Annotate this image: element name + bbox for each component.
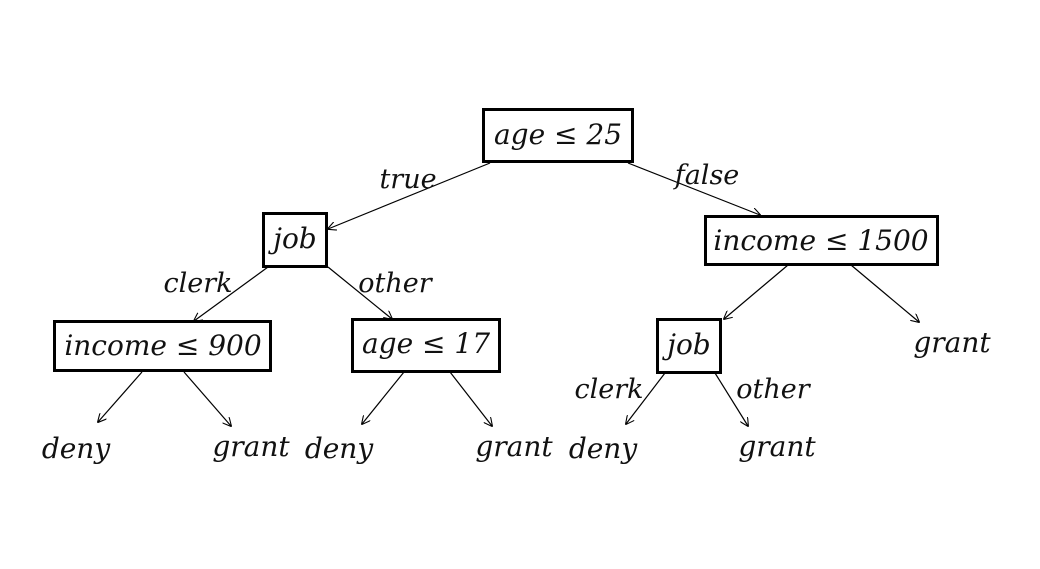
edge-job-other: [327, 266, 392, 319]
edge-job-clerk: [194, 266, 269, 321]
edge-label-true: true: [379, 164, 436, 195]
node-ll-income-label: income ≤ 900: [64, 329, 261, 362]
edge-root-false: [627, 162, 760, 215]
node-left-job: job: [262, 212, 328, 268]
node-root-label: age ≤ 25: [494, 118, 622, 151]
leaf-deny-2: deny: [305, 432, 375, 465]
edge-income900-grant: [183, 371, 231, 426]
leaf-grant-1: grant: [212, 430, 290, 463]
edge-label-clerk-left: clerk: [163, 268, 232, 299]
node-lr-age: age ≤ 17: [351, 318, 501, 373]
edge-labels: true false clerk other clerk other: [163, 160, 811, 405]
node-ll-income-box: [53, 320, 272, 372]
leaf-deny-3: deny: [569, 432, 639, 465]
edge-job2-other: [714, 372, 748, 426]
edge-label-other-right: other: [736, 374, 811, 405]
node-root-box: [482, 108, 634, 163]
edge-age17-deny: [362, 371, 405, 424]
node-rl-job: job: [656, 318, 722, 374]
edge-age17-grant: [449, 371, 492, 426]
node-left-job-box: [262, 212, 328, 268]
node-left-job-label: job: [267, 222, 316, 255]
leaves: deny grant deny grant deny grant grant: [42, 326, 992, 465]
node-rl-job-label: job: [661, 328, 710, 361]
edge-label-other-left: other: [358, 268, 433, 299]
leaf-grant-4: grant: [913, 326, 991, 359]
leaf-grant-3: grant: [738, 430, 816, 463]
node-rl-job-box: [656, 318, 722, 374]
edge-income900-deny: [98, 371, 143, 422]
edges: [98, 162, 919, 426]
edge-label-false: false: [673, 160, 740, 191]
node-lr-age-box: [351, 318, 501, 373]
edge-job2-clerk: [626, 372, 666, 424]
node-root: age ≤ 25: [482, 108, 634, 163]
node-right-income-box: [704, 215, 939, 266]
node-right-income: income ≤ 1500: [704, 215, 939, 266]
leaf-grant-2: grant: [475, 430, 553, 463]
node-right-income-label: income ≤ 1500: [713, 224, 928, 257]
edge-income1500-grant: [850, 264, 919, 322]
node-lr-age-label: age ≤ 17: [362, 327, 490, 360]
leaf-deny-1: deny: [42, 432, 112, 465]
edge-income1500-job: [724, 264, 789, 319]
node-ll-income: income ≤ 900: [53, 320, 272, 372]
edge-root-true: [328, 162, 491, 229]
edge-label-clerk-right: clerk: [574, 374, 643, 405]
